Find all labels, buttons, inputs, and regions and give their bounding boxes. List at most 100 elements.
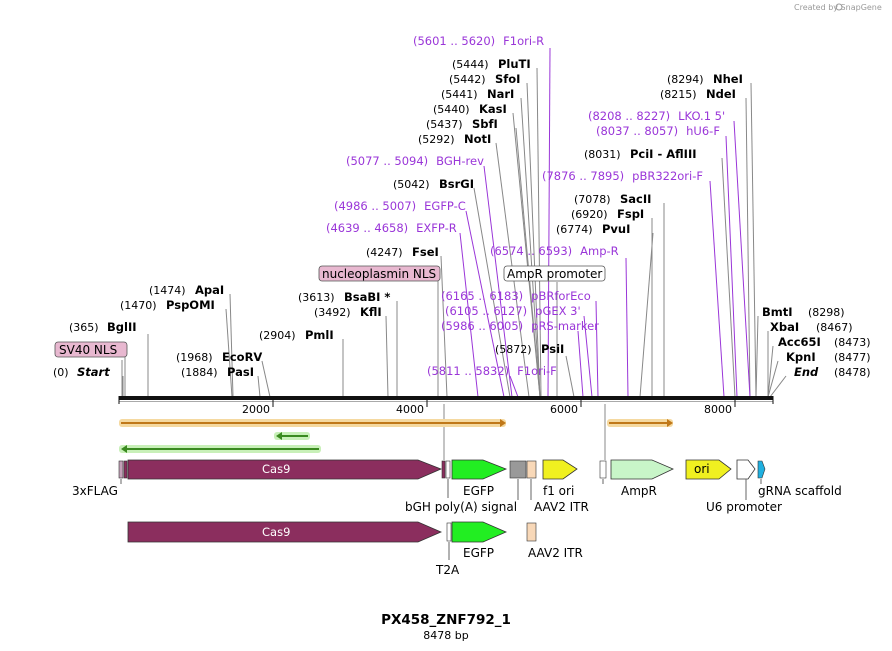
axis-tick-label: 8000: [704, 403, 732, 416]
site-name: SbfI: [472, 117, 498, 131]
site-name: PciI - AflIII: [630, 147, 697, 161]
site-pos: (3492): [314, 306, 351, 319]
site-name: KflI: [360, 305, 382, 319]
site-pos: (1474): [149, 284, 186, 297]
site-pos: (8031): [584, 148, 621, 161]
restriction-site-labels: (0) Start (365) BglII (1474) ApaI (1470)…: [53, 57, 871, 379]
ampr-label: AmpR: [621, 484, 657, 498]
t2a-label: T2A: [435, 563, 460, 577]
grna-scaffold-label: gRNA scaffold: [758, 484, 842, 498]
site-pos: (5437): [426, 118, 463, 131]
sv40-nls-label: SV40 NLS: [59, 343, 117, 357]
sequence-axis: 2000 4000 6000 8000: [118, 396, 774, 416]
cas9-label: Cas9: [262, 462, 290, 476]
u6-promoter-label: U6 promoter: [706, 500, 782, 514]
site-name: BsaBI *: [344, 290, 390, 304]
site-pos: (6920): [571, 208, 608, 221]
site-name: BglII: [107, 320, 137, 334]
site-name: FseI: [412, 245, 439, 259]
aav2-itr-feature: [526, 460, 537, 479]
ampr-promoter-feature: [599, 460, 607, 479]
grna-scaffold-feature: [757, 460, 766, 479]
site-pos: (0): [53, 366, 69, 379]
site-name: End: [794, 365, 819, 379]
primer-label: (5601 .. 5620)F1ori-R: [413, 34, 544, 48]
primer-label: (5811 .. 5832)F1ori-F: [427, 364, 557, 378]
primer-label: (6165 .. 6183)pBRforEco: [441, 289, 591, 303]
site-pos: (3613): [298, 291, 335, 304]
primer-label: (7876 .. 7895)pBR322ori-F: [542, 169, 703, 183]
site-pos: (8478): [834, 366, 871, 379]
site-name: PvuI: [602, 222, 630, 236]
egfp-feature: [451, 459, 508, 480]
site-pos: (5042): [393, 178, 430, 191]
snapgene-credit: Created by SnapGene: [794, 3, 882, 12]
site-pos: (5444): [452, 58, 489, 71]
primer-label: (6105 .. 6127)pGEX 3': [445, 304, 581, 318]
site-name: PmlI: [305, 328, 334, 342]
3xflag-feature: [118, 460, 124, 479]
t2a-feature: [446, 522, 452, 542]
primer-label: (4986 .. 5007)EGFP-C: [334, 199, 466, 213]
site-pos: (5292): [418, 133, 455, 146]
site-pos: (1470): [120, 299, 157, 312]
sv40-nls-box: SV40 NLS: [54, 341, 128, 358]
orf-arrows: [119, 419, 673, 453]
site-name: NarI: [487, 87, 514, 101]
site-pos: (6774): [556, 223, 593, 236]
aav2-itr-label-2: AAV2 ITR: [528, 546, 583, 560]
site-name: PspOMI: [166, 298, 215, 312]
site-name: BsrGI: [439, 177, 474, 191]
site-pos: (8294): [667, 73, 704, 86]
site-pos: (8467): [816, 321, 853, 334]
site-pos: (7078): [574, 193, 611, 206]
site-name: BmtI: [762, 305, 793, 319]
site-name: SacII: [620, 192, 651, 206]
axis-tick-label: 6000: [550, 403, 578, 416]
u6-promoter-feature: [736, 459, 756, 480]
nucleoplasmin-nls-feature: [441, 460, 446, 479]
site-name: NdeI: [706, 87, 736, 101]
site-name: ApaI: [195, 283, 224, 297]
site-name: NotI: [464, 132, 491, 146]
site-pos: (5872): [495, 343, 532, 356]
site-pos: (5441): [441, 88, 478, 101]
3xflag-label: 3xFLAG: [72, 484, 118, 498]
site-pos: (1884): [181, 366, 218, 379]
site-name: Start: [77, 365, 110, 379]
site-name: PasI: [227, 365, 254, 379]
feature-labels-main: 3xFLAG bGH poly(A) signal EGFP f1 ori AA…: [72, 484, 842, 514]
site-pos: (1968): [176, 351, 213, 364]
feature-track-main: Cas9 ori: [118, 459, 766, 480]
site-name: PsiI: [541, 342, 564, 356]
nucleoplasmin-nls-label: nucleoplasmin NLS: [322, 267, 436, 281]
bgh-polya-label: bGH poly(A) signal: [405, 500, 517, 514]
site-name: NheI: [713, 72, 743, 86]
site-name: EcoRV: [222, 350, 262, 364]
site-pos: (8477): [834, 351, 871, 364]
site-name: KpnI: [786, 350, 816, 364]
ampr-promoter-box: AmpR promoter: [503, 265, 606, 282]
site-pos: (2904): [259, 329, 296, 342]
bgh-polya-feature: [445, 460, 451, 479]
aav2-itr-label: AAV2 ITR: [534, 500, 589, 514]
ori-feature: [685, 459, 732, 480]
site-leader-lines: [122, 67, 787, 398]
primer-leader-lines: [459, 47, 751, 398]
site-pos: (8473): [834, 336, 871, 349]
site-pos: (8215): [660, 88, 697, 101]
ori-inner-label: ori: [694, 462, 710, 476]
f1-ori-feature: [542, 459, 578, 480]
axis-tick-label: 4000: [396, 403, 424, 416]
ampr-feature: [610, 459, 674, 480]
site-name: KasI: [479, 102, 507, 116]
nls-feature: [123, 460, 128, 479]
snapgene-logo-icon: [835, 3, 843, 11]
site-name: FspI: [617, 207, 644, 221]
site-pos: (5440): [433, 103, 470, 116]
sequence-length: 8478 bp: [423, 629, 468, 642]
cas9-label-2: Cas9: [262, 525, 290, 539]
site-pos: (8298): [808, 306, 845, 319]
site-pos: (4247): [366, 246, 403, 259]
